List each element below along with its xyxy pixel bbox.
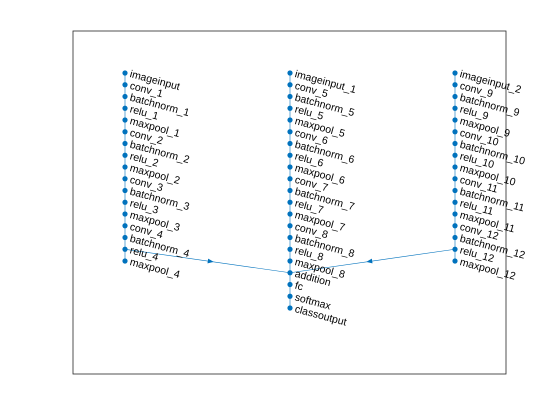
node-relu_9[interactable] <box>452 105 458 111</box>
node-batchnorm_11[interactable] <box>452 187 458 194</box>
node-relu_11[interactable] <box>452 199 458 205</box>
node-relu_7[interactable] <box>287 199 293 205</box>
node-conv_12[interactable] <box>452 223 458 229</box>
node-relu_1[interactable] <box>122 105 128 111</box>
node-maxpool_11[interactable] <box>452 211 458 217</box>
node-relu_12[interactable] <box>452 246 458 252</box>
node-batchnorm_10[interactable] <box>452 140 458 147</box>
node-maxpool_12[interactable] <box>452 258 458 264</box>
node-imageinput_1[interactable] <box>287 70 293 76</box>
node-imageinput_2[interactable] <box>452 70 458 76</box>
node-maxpool_6[interactable] <box>287 164 293 170</box>
node-batchnorm_3[interactable] <box>122 187 128 194</box>
node-label-fc: fc <box>293 280 304 294</box>
node-maxpool_2[interactable] <box>122 164 128 170</box>
node-relu_2[interactable] <box>122 152 128 158</box>
node-batchnorm_2[interactable] <box>122 140 128 147</box>
node-batchnorm_12[interactable] <box>452 234 458 241</box>
node-conv_11[interactable] <box>452 176 458 182</box>
node-maxpool_8[interactable] <box>287 258 293 264</box>
node-relu_5[interactable] <box>287 105 293 111</box>
node-batchnorm_5[interactable] <box>287 93 293 100</box>
node-fc[interactable] <box>287 281 293 288</box>
node-conv_2[interactable] <box>122 129 128 135</box>
node-relu_10[interactable] <box>452 152 458 158</box>
edge-arrowhead <box>207 258 214 264</box>
node-maxpool_5[interactable] <box>287 117 293 123</box>
node-batchnorm_7[interactable] <box>287 187 293 194</box>
node-batchnorm_8[interactable] <box>287 234 293 241</box>
node-batchnorm_6[interactable] <box>287 140 293 147</box>
node-addition[interactable] <box>287 270 293 276</box>
node-conv_7[interactable] <box>287 176 293 182</box>
node-conv_6[interactable] <box>287 129 293 135</box>
node-conv_4[interactable] <box>122 223 128 229</box>
node-relu_8[interactable] <box>287 246 293 252</box>
node-batchnorm_1[interactable] <box>122 93 128 100</box>
node-relu_6[interactable] <box>287 152 293 158</box>
node-maxpool_4[interactable] <box>122 258 128 264</box>
node-maxpool_9[interactable] <box>452 117 458 123</box>
node-maxpool_1[interactable] <box>122 117 128 123</box>
node-conv_9[interactable] <box>452 82 458 88</box>
node-maxpool_10[interactable] <box>452 164 458 170</box>
node-relu_3[interactable] <box>122 199 128 205</box>
edge-relu_12-to-addition <box>289 248 456 274</box>
node-maxpool_7[interactable] <box>287 211 293 217</box>
edge-relu_4-to-addition <box>124 248 291 274</box>
node-relu_4[interactable] <box>122 246 128 252</box>
node-softmax[interactable] <box>287 293 293 299</box>
node-maxpool_3[interactable] <box>122 211 128 217</box>
node-conv_8[interactable] <box>287 223 293 229</box>
node-batchnorm_4[interactable] <box>122 234 128 241</box>
node-conv_1[interactable] <box>122 82 128 88</box>
edge-arrowhead <box>366 258 373 264</box>
node-conv_5[interactable] <box>287 82 293 88</box>
graph-nodes <box>122 70 458 311</box>
node-conv_3[interactable] <box>122 176 128 182</box>
node-batchnorm_9[interactable] <box>452 93 458 100</box>
node-classoutput[interactable] <box>287 305 293 311</box>
node-imageinput[interactable] <box>122 70 128 76</box>
node-conv_10[interactable] <box>452 129 458 135</box>
